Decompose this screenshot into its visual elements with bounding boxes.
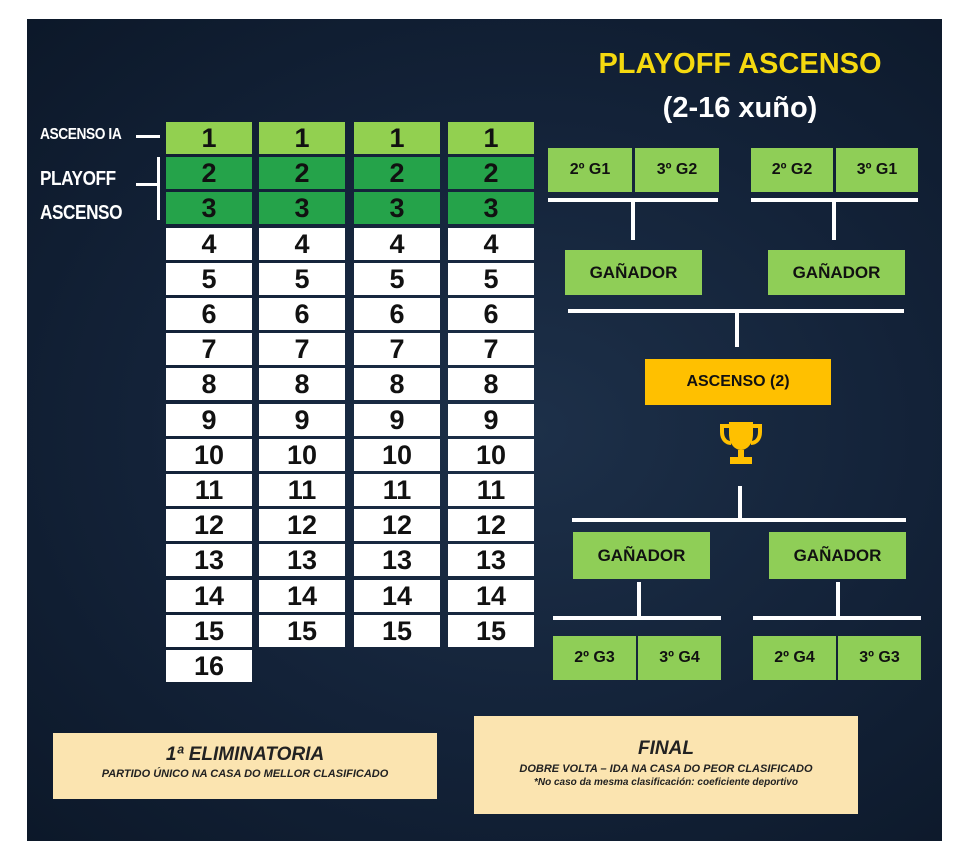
standing-cell: 12 [354, 509, 440, 541]
legend-playoff: PLAYOFF [40, 168, 116, 190]
match-bl-b: 3º G4 [638, 636, 721, 680]
standing-cell: 14 [354, 580, 440, 612]
standing-cell: 8 [354, 368, 440, 400]
standing-cell: 10 [448, 439, 534, 471]
standing-cell: 9 [448, 404, 534, 436]
standing-cell: 15 [448, 615, 534, 647]
standing-cell: 3 [259, 192, 345, 224]
connector-br-h [753, 616, 921, 620]
standing-cell: 1 [354, 122, 440, 154]
standing-cell: 1 [448, 122, 534, 154]
standing-cell: 1 [259, 122, 345, 154]
note-final: FINAL DOBRE VOLTA – IDA NA CASA DO PEOR … [474, 716, 858, 814]
standing-cell: 6 [166, 298, 252, 330]
connector-mid-v [735, 311, 739, 347]
winner-bl: GAÑADOR [573, 532, 710, 579]
standing-cell: 7 [259, 333, 345, 365]
standing-cell: 11 [259, 474, 345, 506]
match-br-b: 3º G3 [838, 636, 921, 680]
standing-cell: 11 [166, 474, 252, 506]
standing-cell: 11 [448, 474, 534, 506]
standing-cell: 5 [448, 263, 534, 295]
standing-cell: 9 [354, 404, 440, 436]
standing-cell: 16 [166, 650, 252, 682]
connector-bl-v [637, 582, 641, 616]
standing-cell: 10 [354, 439, 440, 471]
standing-cell: 15 [354, 615, 440, 647]
connector-tr-v [832, 200, 836, 240]
standing-cell: 1 [166, 122, 252, 154]
match-tl-b: 3º G2 [635, 148, 719, 192]
standing-cell: 6 [259, 298, 345, 330]
legend-playoff-line [136, 183, 160, 186]
standing-cell: 14 [259, 580, 345, 612]
winner-tr: GAÑADOR [768, 250, 905, 295]
note-first-round: 1ª ELIMINATORIA PARTIDO ÚNICO NA CASA DO… [53, 733, 437, 799]
note-first-text: PARTIDO ÚNICO NA CASA DO MELLOR CLASIFIC… [101, 768, 389, 780]
standing-cell: 7 [354, 333, 440, 365]
standing-cell: 4 [259, 228, 345, 260]
standing-cell: 2 [259, 157, 345, 189]
note-final-text: DOBRE VOLTA – IDA NA CASA DO PEOR CLASIF… [519, 763, 813, 775]
legend-ascenso: ASCENSO IA [40, 126, 122, 143]
promotion-box: ASCENSO (2) [645, 359, 831, 405]
standing-cell: 5 [354, 263, 440, 295]
standing-cell: 8 [166, 368, 252, 400]
standing-cell: 13 [354, 544, 440, 576]
standing-cell: 5 [259, 263, 345, 295]
standing-cell: 11 [354, 474, 440, 506]
page-title: PLAYOFF ASCENSO [598, 48, 882, 80]
standing-cell: 12 [259, 509, 345, 541]
note-final-heading: FINAL [638, 738, 694, 759]
connector-tl-v [631, 200, 635, 240]
standing-cell: 5 [166, 263, 252, 295]
standing-cell: 8 [259, 368, 345, 400]
winner-br: GAÑADOR [769, 532, 906, 579]
standing-cell: 10 [166, 439, 252, 471]
connector-low-h [572, 518, 906, 522]
trophy-icon [720, 422, 762, 464]
standing-cell: 3 [354, 192, 440, 224]
standing-cell: 2 [448, 157, 534, 189]
standing-cell: 9 [259, 404, 345, 436]
match-br-a: 2º G4 [753, 636, 836, 680]
standing-cell: 9 [166, 404, 252, 436]
connector-bl-h [553, 616, 721, 620]
standing-cell: 7 [166, 333, 252, 365]
standing-cell: 3 [448, 192, 534, 224]
standing-cell: 15 [166, 615, 252, 647]
standing-cell: 4 [354, 228, 440, 260]
standing-cell: 12 [448, 509, 534, 541]
match-bl-a: 2º G3 [553, 636, 636, 680]
standing-cell: 13 [259, 544, 345, 576]
standing-cell: 13 [448, 544, 534, 576]
date-range: (2-16 xuño) [662, 92, 818, 124]
standing-cell: 8 [448, 368, 534, 400]
standing-cell: 4 [166, 228, 252, 260]
standing-cell: 12 [166, 509, 252, 541]
match-tl-a: 2º G1 [548, 148, 632, 192]
standing-cell: 3 [166, 192, 252, 224]
standing-cell: 10 [259, 439, 345, 471]
connector-br-v [836, 582, 840, 616]
standing-cell: 2 [166, 157, 252, 189]
standing-cell: 6 [448, 298, 534, 330]
legend-ascenso-line [136, 135, 160, 138]
standing-cell: 2 [354, 157, 440, 189]
standing-cell: 4 [448, 228, 534, 260]
standing-cell: 13 [166, 544, 252, 576]
winner-tl: GAÑADOR [565, 250, 702, 295]
standing-cell: 6 [354, 298, 440, 330]
standing-cell: 7 [448, 333, 534, 365]
note-first-heading: 1ª ELIMINATORIA [165, 744, 325, 765]
legend-playoff-bracket [157, 157, 160, 220]
match-tr-b: 3º G1 [836, 148, 918, 192]
connector-low-v [738, 486, 742, 518]
standing-cell: 14 [448, 580, 534, 612]
standing-cell: 14 [166, 580, 252, 612]
legend-playoff-ascenso: ASCENSO [40, 202, 123, 224]
standing-cell: 15 [259, 615, 345, 647]
note-final-text2: *No caso da mesma clasificación: coefici… [534, 777, 798, 788]
match-tr-a: 2º G2 [751, 148, 833, 192]
